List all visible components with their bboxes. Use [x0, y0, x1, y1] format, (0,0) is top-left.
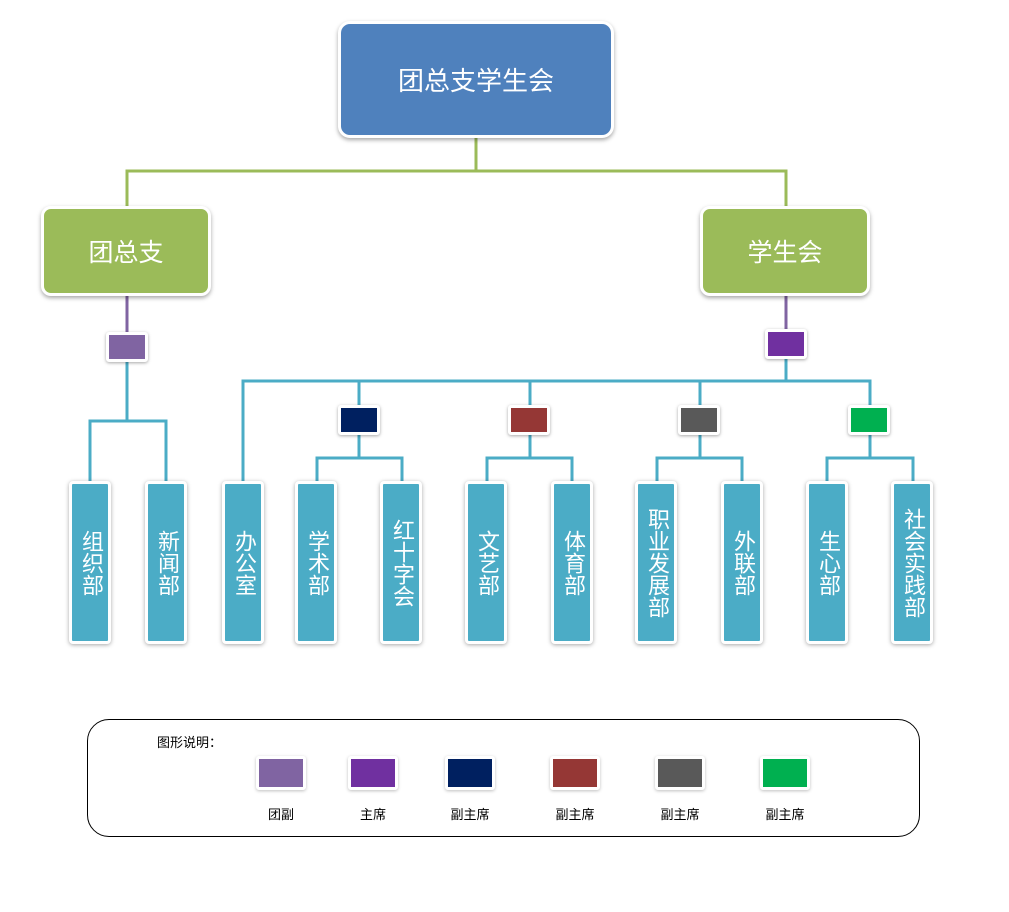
- vice3-branch-line: [655, 434, 702, 483]
- legend-label: 副主席: [765, 808, 805, 823]
- vice3-branch-line-2: [700, 456, 744, 483]
- dept-label: 体育部: [560, 529, 585, 596]
- top-connectors: [125, 138, 788, 207]
- vice-chair-green-swatch: [848, 405, 890, 435]
- vice1-branch-line: [315, 434, 361, 483]
- branch-label: 团总支: [88, 238, 164, 267]
- legend-swatch: [655, 756, 705, 790]
- dept-label: 学术部: [304, 529, 329, 596]
- dept-shengxinbu[interactable]: 生心部: [806, 481, 848, 644]
- root-node[interactable]: 团总支学生会: [338, 21, 614, 138]
- legend-label: 副主席: [450, 808, 490, 823]
- legend-swatch: [256, 756, 306, 790]
- dept-hongshizihui[interactable]: 红十字会: [380, 481, 422, 644]
- legend-swatch: [760, 756, 810, 790]
- vice-chair-navy-swatch: [338, 405, 380, 435]
- teal-connectors: [88, 358, 915, 483]
- dept-xueshubu[interactable]: 学术部: [295, 481, 337, 644]
- dept-wailianbu[interactable]: 外联部: [721, 481, 763, 644]
- vice-chair-gray-swatch: [678, 405, 720, 435]
- legend-title: 图形说明：: [157, 736, 223, 751]
- vice1-branch-line-2: [359, 456, 404, 483]
- dept-label: 社会实践部: [900, 507, 925, 618]
- dept-zhiyefazhanbu[interactable]: 职业发展部: [635, 481, 677, 644]
- branch-label: 学生会: [747, 238, 823, 267]
- vice4-branch-line-2: [870, 456, 915, 483]
- legend-swatch: [348, 756, 398, 790]
- chair-swatch: [765, 329, 807, 359]
- dept-label: 生心部: [815, 529, 840, 596]
- dept-label: 文艺部: [474, 529, 499, 596]
- legend-label: 副主席: [660, 808, 700, 823]
- branch-tuanzongzhi[interactable]: 团总支: [41, 206, 211, 296]
- root-label: 团总支学生会: [397, 67, 554, 97]
- legend-item-vice-green: 副主席: [755, 756, 815, 823]
- dept-label: 新闻部: [154, 529, 179, 596]
- legend-swatch: [445, 756, 495, 790]
- legend-box: 图形说明： 团副 主席 副主席 副主席 副主席 副主席: [87, 719, 920, 837]
- vice4-branch-line: [825, 434, 872, 483]
- branch-bus-line: [125, 169, 788, 207]
- dept-label: 办公室: [231, 529, 256, 596]
- dept-wenyibu[interactable]: 文艺部: [465, 481, 507, 644]
- chair-bus-line: [241, 379, 872, 483]
- legend-label: 副主席: [555, 808, 595, 823]
- tuanfu-swatch: [106, 332, 148, 362]
- legend-swatch: [550, 756, 600, 790]
- legend-item-vice-gray: 副主席: [650, 756, 710, 823]
- dept-label: 红十字会: [389, 518, 414, 607]
- dept-xinwenbu[interactable]: 新闻部: [145, 481, 187, 644]
- legend-item-tuanfu: 团副: [251, 756, 311, 823]
- tuanfu-branch-line: [88, 361, 129, 483]
- legend-label: 主席: [359, 808, 386, 823]
- legend-item-vice-navy: 副主席: [440, 756, 500, 823]
- dept-label: 职业发展部: [644, 507, 669, 618]
- vice2-branch-line-2: [530, 456, 574, 483]
- vice2-branch-line: [485, 434, 532, 483]
- dept-label: 外联部: [730, 529, 755, 596]
- dept-zuzhibu[interactable]: 组织部: [69, 481, 111, 644]
- dept-tiyubu[interactable]: 体育部: [551, 481, 593, 644]
- dept-bangongshi[interactable]: 办公室: [222, 481, 264, 644]
- tuanfu-branch-line-2: [127, 419, 168, 483]
- legend-item-chair: 主席: [343, 756, 403, 823]
- dept-label: 组织部: [78, 529, 103, 596]
- vice-chair-red-swatch: [508, 405, 550, 435]
- legend-item-vice-red: 副主席: [545, 756, 605, 823]
- branch-xueshenghui[interactable]: 学生会: [700, 206, 870, 296]
- legend-label: 团副: [267, 808, 294, 823]
- dept-shehuishijianbu[interactable]: 社会实践部: [891, 481, 933, 644]
